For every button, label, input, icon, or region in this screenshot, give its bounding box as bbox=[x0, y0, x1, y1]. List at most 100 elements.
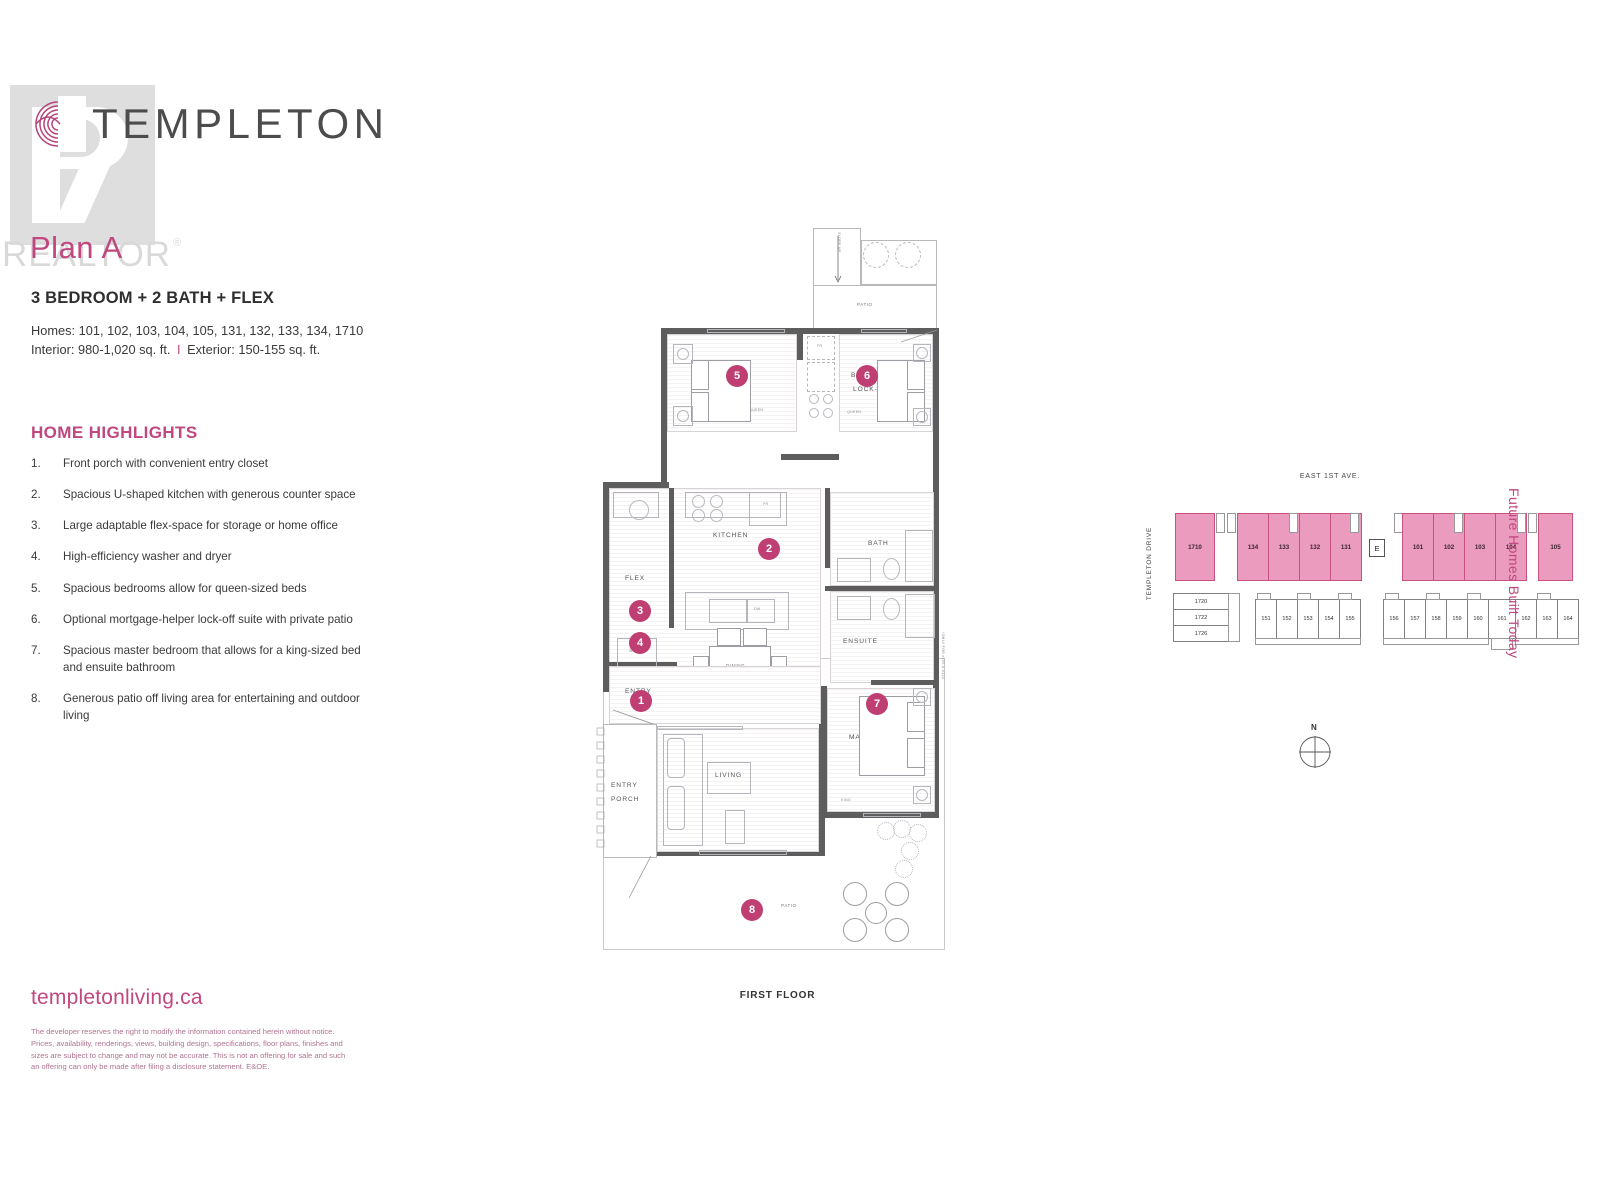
room-bath bbox=[830, 492, 934, 586]
highlight-marker-2[interactable]: 2 bbox=[758, 538, 780, 560]
keyplan-unit-132[interactable]: 132 bbox=[1299, 513, 1331, 581]
wall-top-main bbox=[603, 482, 669, 488]
keyplan-unit-101[interactable]: 101 bbox=[1402, 513, 1434, 581]
keyplan-unit-159[interactable]: 159 bbox=[1446, 599, 1468, 639]
exterior-label: Exterior: bbox=[187, 341, 235, 357]
closet-icon bbox=[673, 406, 693, 426]
patio-table-icon bbox=[865, 902, 887, 924]
dining-chair-icon bbox=[743, 628, 767, 646]
list-item: 2.Spacious U-shaped kitchen with generou… bbox=[31, 486, 371, 503]
lockoff-patio-fence bbox=[861, 240, 937, 286]
keyplan-entry-marker[interactable]: E bbox=[1369, 539, 1385, 557]
wall-bath-bottom bbox=[825, 586, 937, 591]
wall-wd-top bbox=[609, 662, 677, 666]
keyplan-unit-105[interactable]: 105 bbox=[1538, 513, 1573, 581]
highlight-number: 8. bbox=[31, 692, 41, 706]
floor-plan-drawing: PATIO SLOPE UP BEDROOM QUEEN FR OPTIONAL… bbox=[595, 210, 960, 970]
bedroom-bed-size-label: QUEEN bbox=[749, 408, 764, 412]
toilet-icon bbox=[883, 598, 900, 620]
bathtub-icon bbox=[905, 530, 933, 582]
room-entry bbox=[609, 666, 821, 724]
page-title: Plan A bbox=[30, 230, 123, 265]
room-ensuite bbox=[830, 591, 934, 683]
highlight-marker-1[interactable]: 1 bbox=[630, 690, 652, 712]
media-console-icon bbox=[725, 810, 745, 844]
kitchen-label: KITCHEN bbox=[713, 532, 749, 539]
keyplan-unit-160[interactable]: 160 bbox=[1467, 599, 1489, 639]
toilet-icon bbox=[883, 558, 900, 580]
home-highlights-list: 1.Front porch with convenient entry clos… bbox=[31, 455, 371, 739]
wall-bath-left bbox=[825, 488, 830, 568]
patio-top-label: PATIO bbox=[857, 302, 873, 307]
keyplan-roof-stub bbox=[1426, 593, 1440, 600]
wall-right-main bbox=[933, 488, 939, 818]
left-info-column: REALTOR ® TEMPLETON Plan A 3 BEDROOM + 2… bbox=[0, 0, 420, 1200]
highlight-marker-4[interactable]: 4 bbox=[629, 632, 651, 654]
island-sink-icon bbox=[709, 599, 747, 623]
keyplan-unit-156[interactable]: 156 bbox=[1383, 599, 1405, 639]
unit-restriction-note: *ONLY FOR #105 & #124 bbox=[941, 632, 945, 680]
cooktop-burner-icon bbox=[710, 495, 723, 508]
patio-chair-icon bbox=[843, 882, 867, 906]
keyplan-unit-158[interactable]: 158 bbox=[1425, 599, 1447, 639]
keyplan-unit-1726[interactable]: 1726 bbox=[1173, 625, 1229, 642]
highlight-marker-3[interactable]: 3 bbox=[629, 600, 651, 622]
keyplan-unit-133[interactable]: 133 bbox=[1268, 513, 1300, 581]
highlight-number: 2. bbox=[31, 488, 41, 502]
keyplan-unit-154[interactable]: 154 bbox=[1318, 599, 1340, 639]
keyplan-unit-151[interactable]: 151 bbox=[1255, 599, 1277, 639]
ensuite-label: ENSUITE bbox=[843, 638, 878, 645]
keyplan-unit-157[interactable]: 157 bbox=[1404, 599, 1426, 639]
highlight-marker-6[interactable]: 6 bbox=[856, 365, 878, 387]
keyplan-entry-stub bbox=[1350, 513, 1359, 533]
keyplan-unit-163[interactable]: 163 bbox=[1536, 599, 1558, 639]
keyplan-unit-1720[interactable]: 1720 bbox=[1173, 593, 1229, 610]
keyplan-unit-164[interactable]: 164 bbox=[1557, 599, 1579, 639]
keyplan-unit-1722[interactable]: 1722 bbox=[1173, 609, 1229, 626]
area-separator: I bbox=[177, 341, 181, 357]
keyplan-entry-stub bbox=[1289, 513, 1298, 533]
nightstand-icon bbox=[907, 360, 925, 390]
ceiling-fixture-icon bbox=[916, 789, 928, 801]
keyplan-roof-stub bbox=[1297, 593, 1311, 600]
list-item: 4.High-efficiency washer and dryer bbox=[31, 548, 371, 565]
list-item: 8.Generous patio off living area for ent… bbox=[31, 690, 371, 724]
compass-north-label: N bbox=[1311, 723, 1317, 732]
homes-row: Homes: 101, 102, 103, 104, 105, 131, 132… bbox=[31, 322, 363, 341]
realtor-logo-leg bbox=[54, 163, 112, 223]
sink-counter-icon bbox=[807, 362, 835, 392]
keyplan-base-stub bbox=[1383, 638, 1489, 645]
website-url[interactable]: templetonliving.ca bbox=[31, 986, 203, 1009]
highlight-number: 6. bbox=[31, 612, 41, 626]
keyplan-base-stub bbox=[1515, 638, 1579, 645]
keyplan-unit-1710[interactable]: 1710 bbox=[1175, 513, 1215, 581]
keyplan-unit-153[interactable]: 153 bbox=[1297, 599, 1319, 639]
patio-bottom-label: PATIO bbox=[781, 903, 797, 908]
highlight-marker-5[interactable]: 5 bbox=[726, 365, 748, 387]
nightstand-icon bbox=[691, 360, 709, 390]
list-item: 5.Spacious bedrooms allow for queen-size… bbox=[31, 580, 371, 597]
wall-flex-right bbox=[669, 488, 674, 628]
cooktop-burner-icon bbox=[692, 495, 705, 508]
keyplan-unit-155[interactable]: 155 bbox=[1339, 599, 1361, 639]
highlight-marker-7[interactable]: 7 bbox=[866, 693, 888, 715]
planter-icon bbox=[863, 242, 889, 268]
keyplan-unit-131[interactable]: 131 bbox=[1330, 513, 1362, 581]
shrub-icon bbox=[909, 824, 927, 842]
templeton-wordmark: TEMPLETON bbox=[92, 100, 389, 147]
entry-porch-area bbox=[603, 724, 657, 858]
vanity-sink-icon bbox=[837, 558, 871, 582]
keyplan-entry-stub bbox=[1517, 513, 1526, 533]
keyplan-unit-134[interactable]: 134 bbox=[1237, 513, 1269, 581]
wall-left-main bbox=[603, 482, 609, 692]
keyplan-unit-103[interactable]: 103 bbox=[1464, 513, 1496, 581]
patio-door-swing-icon bbox=[901, 330, 938, 343]
highlight-number: 5. bbox=[31, 581, 41, 595]
list-item: 6.Optional mortgage-helper lock-off suit… bbox=[31, 611, 371, 628]
highlight-marker-8[interactable]: 8 bbox=[741, 899, 763, 921]
keyplan-unit-161[interactable]: 161 bbox=[1488, 599, 1516, 639]
keyplan-entry-stub bbox=[1454, 513, 1463, 533]
sofa-cushion-icon bbox=[667, 738, 685, 778]
keyplan-unit-152[interactable]: 152 bbox=[1276, 599, 1298, 639]
slope-arrow-icon bbox=[834, 236, 842, 283]
